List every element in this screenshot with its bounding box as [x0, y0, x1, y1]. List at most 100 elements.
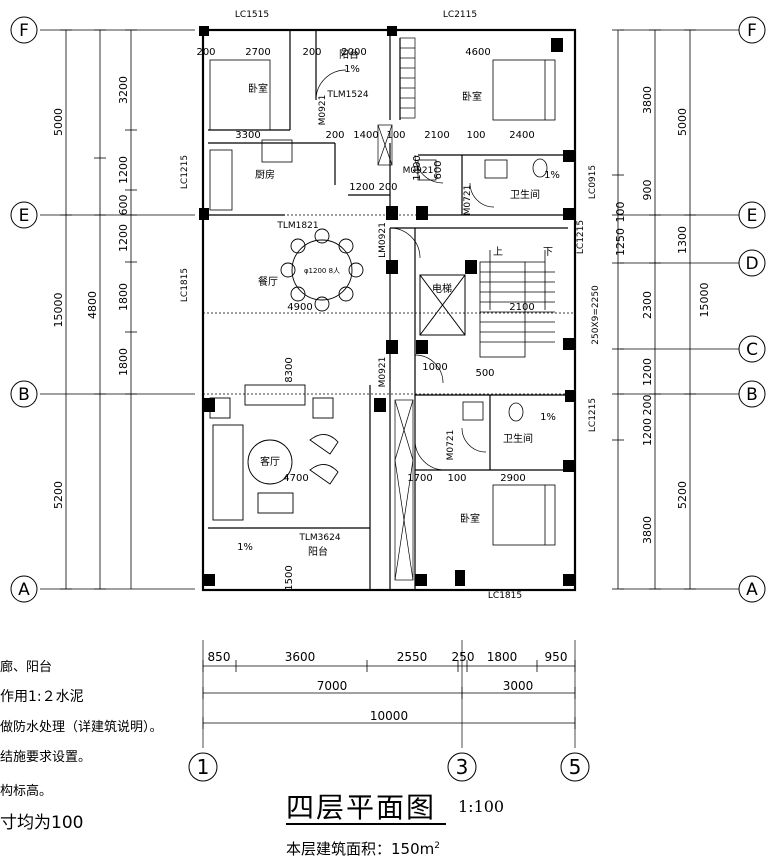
dim-bottom1-2: 2550: [397, 650, 428, 664]
axis-label-5: 5: [569, 755, 582, 779]
slope-mark-bath-se: 1%: [540, 412, 556, 423]
room-label-balcony-n: 阳台: [339, 48, 359, 61]
wardrobes: [377, 37, 416, 581]
dim-int-5: 200: [325, 130, 344, 141]
window-tag-lc1815b: LC1815: [488, 591, 522, 601]
axis-bubble-A-right: [738, 575, 766, 603]
room-label-dining: 餐厅: [258, 275, 278, 288]
dim-left-mid-4: 4800: [86, 291, 99, 319]
dim-bottom3-0: 10000: [370, 709, 408, 723]
dim-int-8: 2100: [424, 130, 449, 141]
dim-int-21: 500: [475, 368, 494, 379]
bottom-dimension-lines: [202, 660, 576, 729]
axis-bubble-C: [738, 335, 766, 363]
door-tag-lm0921: LM0921: [378, 222, 388, 258]
dim-right-inner-0: 3800: [641, 86, 654, 114]
dim-int-16: 1700: [407, 473, 432, 484]
staircase: [479, 250, 555, 358]
door-tag-m0721a: M0721: [463, 185, 473, 216]
dim-left-mid-1: 1200: [117, 156, 130, 184]
room-label-bath-e: 卫生间: [510, 188, 540, 201]
dim-bottom2-1: 3000: [503, 679, 534, 693]
dim-bottom1-5: 950: [545, 650, 568, 664]
axis-label-D: D: [745, 254, 758, 274]
door-tag-tlm3624: TLM3624: [298, 533, 340, 543]
floor-area: 本层建筑面积：150m2: [286, 838, 440, 859]
dim-int-20: 1000: [422, 362, 447, 373]
dim-left-mid-0: 3200: [117, 76, 130, 104]
dim-int-13: 4900: [287, 302, 312, 313]
axis-bubble-F: [10, 16, 38, 44]
dim-bottom1-4: 1800: [487, 650, 518, 664]
door-tag-m0921b: M0921: [318, 95, 328, 126]
axis-bubble-F-right: [738, 16, 766, 44]
dim-int-24: 1400: [412, 155, 423, 180]
table-label: φ1200 8人: [304, 267, 340, 275]
left-dimension-lines: [60, 29, 137, 590]
dim-int-11: 1200: [349, 182, 374, 193]
drawing-title: 四层平面图: [286, 791, 437, 824]
door-swings: [315, 69, 495, 471]
dining-table: [280, 228, 364, 312]
axis-bubble-B-left: [10, 380, 38, 408]
axis-bubble-E-right: [738, 201, 766, 229]
dim-right-outer-3: 5200: [676, 481, 689, 509]
axis-bubble-E-left: [10, 201, 38, 229]
stair-dimension: 250X9=2250: [591, 285, 601, 345]
window-tag-lc1815a: LC1815: [180, 268, 190, 302]
note-line-4: 结施要求设置。: [0, 750, 92, 765]
dim-bottom1-3: 250: [452, 650, 475, 664]
axis-bubble-B-right: [738, 380, 766, 408]
axis-label-F-right: F: [747, 21, 757, 41]
dim-int-18: 2900: [500, 473, 525, 484]
dim-right-inner-2: 100: [614, 202, 627, 223]
room-label-bedroom-se: 卧室: [460, 512, 480, 525]
floor-area-unit-sup: 2: [434, 841, 440, 851]
floor-area-label: 本层建筑面积：: [286, 840, 392, 858]
room-label-kitchen: 厨房: [255, 168, 275, 181]
door-tag-m0721b: M0721: [446, 430, 456, 461]
axis-bubble-A-left: [10, 575, 38, 603]
door-tag-m0921c: M0921: [378, 357, 388, 388]
dim-int-10: 2400: [509, 130, 534, 141]
dim-left-mid-6: 1800: [117, 348, 130, 376]
dim-int-12: 200: [378, 182, 397, 193]
dim-right-outer-2: 15000: [698, 283, 711, 318]
dim-bottom2-0: 7000: [317, 679, 348, 693]
window-tag-lc2115: LC2115: [443, 10, 477, 20]
floor-area-value: 150m: [391, 840, 435, 858]
slope-mark-bath-e: 1%: [544, 170, 560, 181]
slope-mark-balcony-n: 1%: [344, 64, 360, 75]
window-tag-lc1215a: LC1215: [180, 155, 190, 189]
right-dimension-lines: [612, 29, 696, 590]
window-tag-lc0915: LC0915: [588, 165, 598, 199]
dim-right-inner-1: 900: [641, 180, 654, 201]
axis-bubble-3: [447, 752, 477, 782]
dim-int-4: 4600: [465, 47, 490, 58]
room-label-bath-se: 卫生间: [503, 432, 533, 445]
elevator-shaft: [419, 274, 466, 336]
dim-int-22: 2100: [509, 302, 534, 313]
note-line-3: 做防水处理（详建筑说明）。: [0, 720, 163, 735]
stair-down-label: 下: [543, 247, 553, 258]
dim-right-outer-0: 5000: [676, 108, 689, 136]
title-underline: [286, 823, 446, 825]
axis-label-E-right: E: [747, 206, 758, 226]
axis-bubble-5: [560, 752, 590, 782]
dim-int-3: 2000: [341, 47, 366, 58]
dim-left-outer-0: 5000: [52, 108, 65, 136]
dim-int-6: 1400: [353, 130, 378, 141]
axis-label-A: A: [18, 580, 30, 600]
dim-left-mid-3: 1200: [117, 224, 130, 252]
axis-bubbles: [10, 16, 766, 782]
slope-mark-balcony-s: 1%: [237, 542, 253, 553]
note-line-6: 寸均为100: [0, 813, 84, 833]
room-label-bedroom-ne: 卧室: [462, 90, 482, 103]
structural-columns: [199, 26, 575, 586]
dim-right-outer-1: 1300: [676, 226, 689, 254]
room-label-bedroom-nw: 卧室: [248, 82, 268, 95]
stair-up-label: 上: [493, 246, 503, 258]
axis-label-3: 3: [456, 755, 469, 779]
dim-bottom1-0: 850: [208, 650, 231, 664]
dim-int-1: 2700: [245, 47, 270, 58]
